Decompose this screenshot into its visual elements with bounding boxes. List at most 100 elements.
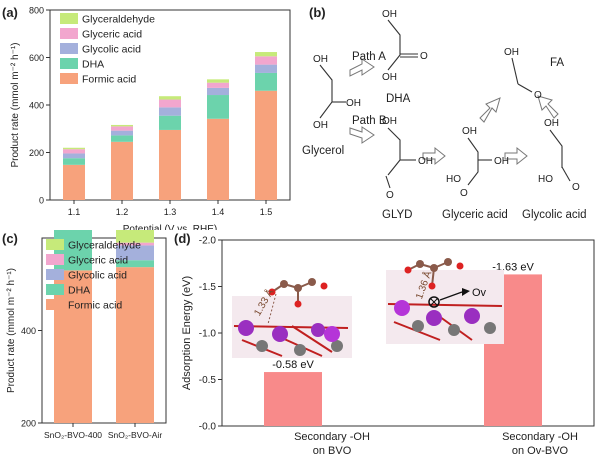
arrow-path-b (349, 126, 375, 144)
oxygen-vacancy-marker (428, 296, 440, 308)
bar-segment-glyceraldehyde-1-2 (111, 124, 133, 127)
bar-segment-formic-acid-sno-bvo-400 (54, 270, 92, 423)
legend-label-glyceraldehyde-a: Glyceraldehyde (82, 14, 155, 26)
bar-segment-dha-1-3 (159, 115, 181, 130)
bar-segment-formic-acid-1-2 (111, 141, 133, 200)
y-tick-label-a: 600 (29, 53, 44, 63)
glycerol-oh-1: OH (313, 54, 328, 65)
glycolic-ho: HO (538, 174, 553, 185)
bar-segment-glyceraldehyde-1-5 (255, 52, 277, 57)
glyceric-oh-2: OH (494, 156, 509, 167)
bar-segment-dha-1-1 (63, 158, 85, 165)
bar-segment-formic-acid-1-3 (159, 129, 181, 200)
bar-segment-glyceraldehyde-1-3 (159, 96, 181, 100)
y-tick-label-c: 400 (21, 326, 36, 336)
bar-segment-glycolic-acid-1-3 (159, 107, 181, 116)
path-a-label: Path A (352, 51, 386, 63)
ov-label: Ov (472, 287, 487, 299)
bar-segment-formic-acid-sno-bvo-air (116, 267, 154, 423)
legend-label-glycolic-acid-a: Glycolic acid (82, 44, 141, 56)
legend-swatch-formic-acid-c (46, 299, 64, 310)
bar-segment-glyceric-acid-1-2 (111, 126, 133, 131)
y-tick-label-d: -1.0 (199, 329, 217, 340)
bar-segment-glycolic-acid-1-1 (63, 153, 85, 159)
x-tick-label-1-3: 1.3 (164, 207, 177, 217)
bar-segment-glyceric-acid-1-1 (63, 149, 85, 154)
arrow-to-fa-right (537, 95, 559, 119)
glyd-o: O (386, 190, 394, 201)
y-axis-label-a: Product rate (mmol m⁻² h⁻¹) (10, 42, 21, 167)
y-tick-label-a: 400 (29, 101, 44, 111)
glycerol-label: Glycerol (302, 145, 344, 157)
reaction-scheme: OH OH OH Glycerol Path A Path B OH O OH … (302, 9, 587, 221)
x-tick-label-secondary-oh-on-ov-bvo: Secondary -OH (502, 431, 578, 443)
glyceric-acid-skeleton (467, 137, 479, 186)
legend-label-glyceraldehyde-c: Glyceraldehyde (68, 240, 141, 252)
arrow-to-fa-left (479, 97, 501, 123)
dha-skeleton (387, 19, 401, 71)
formic-acid-skeleton (511, 57, 519, 85)
adsorption-bar-bvo (264, 372, 322, 426)
legend-label-dha-c: DHA (68, 285, 90, 297)
bar-segment-formic-acid-1-4 (207, 118, 229, 200)
legend-label-glyceric-acid-c: Glyceric acid (68, 255, 128, 267)
bar-segment-glyceric-acid-sno-bvo-air (116, 242, 154, 246)
glycolic-o: O (572, 182, 580, 193)
fa-oh: OH (504, 47, 519, 58)
x-tick-label-secondary-oh-on-bvo: Secondary -OH (294, 431, 370, 443)
bvo-structure-inset: 1.33 Å (232, 278, 352, 358)
legend-swatch-glyceric-acid-a (60, 28, 78, 39)
bar-segment-glycolic-acid-1-5 (255, 64, 277, 73)
glycolic-acid-label: Glycolic acid (522, 209, 587, 221)
bar-segment-dha-1-5 (255, 72, 277, 91)
y-tick-label-d: -0.0 (199, 422, 217, 433)
glycerol-oh-2: OH (346, 98, 361, 109)
bar-segment-dha-1-4 (207, 95, 229, 119)
path-b-label: Path B (352, 115, 387, 127)
legend-swatch-glycolic-acid-a (60, 43, 78, 54)
legend-swatch-dha-c (46, 284, 64, 295)
glyceric-oh-1: OH (462, 126, 477, 137)
legend-label-formic-acid-c: Formic acid (68, 300, 122, 312)
bar-segment-glyceric-acid-1-4 (207, 82, 229, 88)
x-tick-label-secondary-oh-on-bvo-2: on BVO (313, 445, 352, 457)
dha-oh-2: OH (382, 72, 397, 83)
glyd-label: GLYD (382, 209, 412, 221)
legend-swatch-glyceraldehyde-a (60, 13, 78, 24)
x-tick-label-1-1: 1.1 (68, 207, 81, 217)
legend-label-formic-acid-a: Formic acid (82, 74, 136, 86)
y-tick-label-d: -2.0 (199, 236, 217, 247)
panel-label-d: (d) (174, 231, 191, 246)
legend-label-glycolic-acid-c: Glycolic acid (68, 270, 127, 282)
bar-segment-formic-acid-1-1 (63, 164, 85, 200)
panel-label-c: (c) (2, 231, 18, 246)
glycolic-acid-skeleton (549, 129, 563, 168)
x-tick-label-1-2: 1.2 (116, 207, 129, 217)
dha-label: DHA (386, 93, 411, 105)
y-tick-label-c: 200 (21, 419, 36, 429)
y-axis-label-c: Product rate (mmol m⁻² h⁻¹) (6, 268, 17, 393)
y-tick-label-d: -0.5 (199, 375, 217, 386)
data-label-bvo: -0.58 eV (272, 359, 314, 371)
glycerol-oh-3: OH (313, 120, 328, 131)
ov-bvo-structure-inset: Ov 1.36 Å (386, 258, 504, 344)
x-tick-label-sno-bvo-400: SnO₂-BVO-400 (44, 430, 102, 440)
bar-segment-dha-sno-bvo-air (116, 260, 154, 268)
arrow-to-glycolic (504, 146, 528, 166)
chart-adsorption-energy: -0.0 -0.5 -1.0 -1.5 -2.0 -0.58 eV Secondary -O… (181, 236, 595, 457)
panel-label-a: (a) (2, 5, 18, 20)
x-tick-label-1-5: 1.5 (260, 207, 273, 217)
glyceric-ho: HO (446, 174, 461, 185)
glycerol-skeleton (319, 64, 333, 119)
arrow-to-glyceric (422, 146, 446, 166)
y-tick-label-d: -1.5 (199, 282, 217, 293)
glyceric-acid-label: Glyceric acid (442, 209, 508, 221)
bar-segment-glyceric-acid-1-3 (159, 99, 181, 108)
legend-swatch-glyceric-acid-c (46, 254, 64, 265)
dha-oh-1: OH (382, 9, 397, 20)
glyceric-o: O (460, 188, 468, 199)
x-axis-label-a: Potential (V vs. RHE) (123, 224, 217, 230)
legend-swatch-glyceraldehyde-c (46, 239, 64, 250)
glyd-skeleton (387, 127, 401, 176)
